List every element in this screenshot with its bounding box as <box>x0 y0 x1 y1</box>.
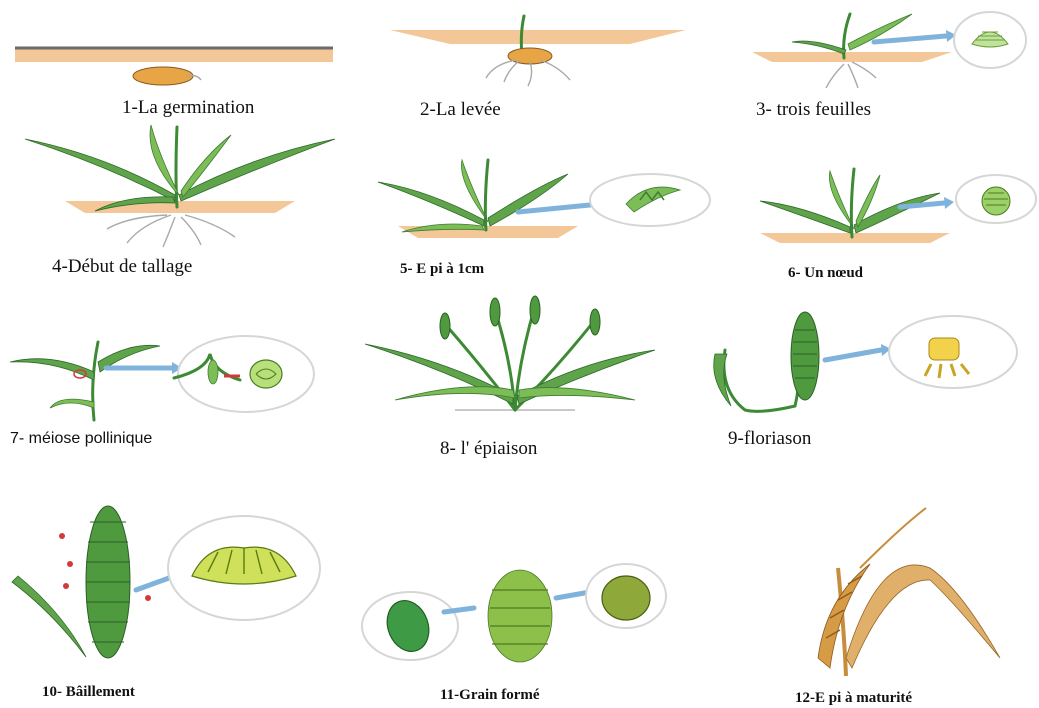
soil-layer <box>752 52 952 62</box>
ear-icon <box>530 296 540 324</box>
levee-illustration <box>390 14 690 94</box>
stage-4-tallage <box>25 125 335 250</box>
node-detail-icon <box>982 187 1010 215</box>
leaf <box>848 14 912 50</box>
zoom-arrow <box>874 36 946 42</box>
leaf <box>488 174 568 226</box>
ear-icon <box>490 298 500 326</box>
stage-9-label: 9-floriason <box>728 429 811 448</box>
flowering-ear-icon <box>791 312 819 400</box>
baillement-illustration <box>12 502 322 657</box>
zoom-arrow <box>518 204 600 212</box>
three-leaves-illustration <box>752 14 1032 94</box>
stage-5-epi-1cm <box>378 160 710 252</box>
dry-leaf <box>846 565 1000 668</box>
soil-layer <box>65 201 295 213</box>
zoom-circle <box>178 336 314 412</box>
leaf <box>395 387 515 400</box>
red-mark <box>67 561 73 567</box>
floriason-illustration <box>705 310 1020 420</box>
anther-detail-icon <box>250 360 282 388</box>
stage-8-epiaison <box>365 300 665 425</box>
leaf <box>365 344 513 404</box>
grain-forme-illustration <box>360 562 670 662</box>
stage-7-label: 7- méiose pollinique <box>10 431 152 447</box>
leaf <box>10 359 94 380</box>
epiaison-illustration <box>365 300 665 425</box>
stage-11-grain-forme <box>360 562 670 662</box>
flower-detail-icon <box>929 338 959 360</box>
leaf <box>12 576 86 657</box>
epi-1cm-illustration <box>378 160 710 252</box>
stage-8-label: 8- l' épiaison <box>440 439 537 458</box>
leaf <box>50 399 94 408</box>
leaf <box>714 354 731 406</box>
stage-10-label: 10- Bâillement <box>42 685 135 700</box>
stage-12-maturite <box>760 508 1010 678</box>
soil-layer <box>760 233 950 243</box>
stage-12-label: 12-E pi à maturité <box>795 691 912 706</box>
meiose-illustration <box>10 332 310 422</box>
seed-icon <box>133 67 193 85</box>
leaf <box>760 201 850 233</box>
roots <box>107 215 235 247</box>
tallage-illustration <box>25 125 335 250</box>
stage-9-floriason <box>705 310 1020 420</box>
stage-7-meiose <box>10 332 310 422</box>
maturite-illustration <box>760 508 1010 678</box>
stage-6-un-noeud <box>760 165 1036 250</box>
zoom-arrow <box>556 592 590 598</box>
leaf <box>519 388 635 400</box>
stage-1-germination <box>15 40 335 100</box>
red-mark <box>59 533 65 539</box>
ear-in-sheath-icon <box>208 360 218 384</box>
ear-icon <box>488 570 552 662</box>
soil-layer <box>390 30 686 44</box>
roots <box>826 62 876 88</box>
stem <box>93 342 98 420</box>
stage-3-label: 3- trois feuilles <box>756 100 871 119</box>
soil-layer <box>15 48 333 62</box>
stage-10-baillement <box>12 502 322 657</box>
stage-2-label: 2-La levée <box>420 100 501 119</box>
stage-5-label: 5- E pi à 1cm <box>400 262 484 277</box>
grain-detail-icon <box>602 576 650 620</box>
stem <box>724 350 795 411</box>
red-mark <box>63 583 69 589</box>
red-mark <box>145 595 151 601</box>
stage-2-levee <box>390 14 690 94</box>
stage-6-label: 6- Un nœud <box>788 266 863 281</box>
stem <box>176 127 177 207</box>
arrowhead-icon <box>944 197 954 209</box>
stage-1-label: 1-La germination <box>122 98 254 117</box>
germination-illustration <box>15 40 335 100</box>
un-noeud-illustration <box>760 165 1036 250</box>
zoom-arrow <box>825 350 881 360</box>
ear-icon <box>440 313 450 339</box>
ear-icon <box>590 309 600 335</box>
stage-4-label: 4-Début de tallage <box>52 257 192 276</box>
stage-3-trois-feuilles <box>752 14 1032 94</box>
awn <box>860 508 926 568</box>
stage-11-label: 11-Grain formé <box>440 688 540 703</box>
